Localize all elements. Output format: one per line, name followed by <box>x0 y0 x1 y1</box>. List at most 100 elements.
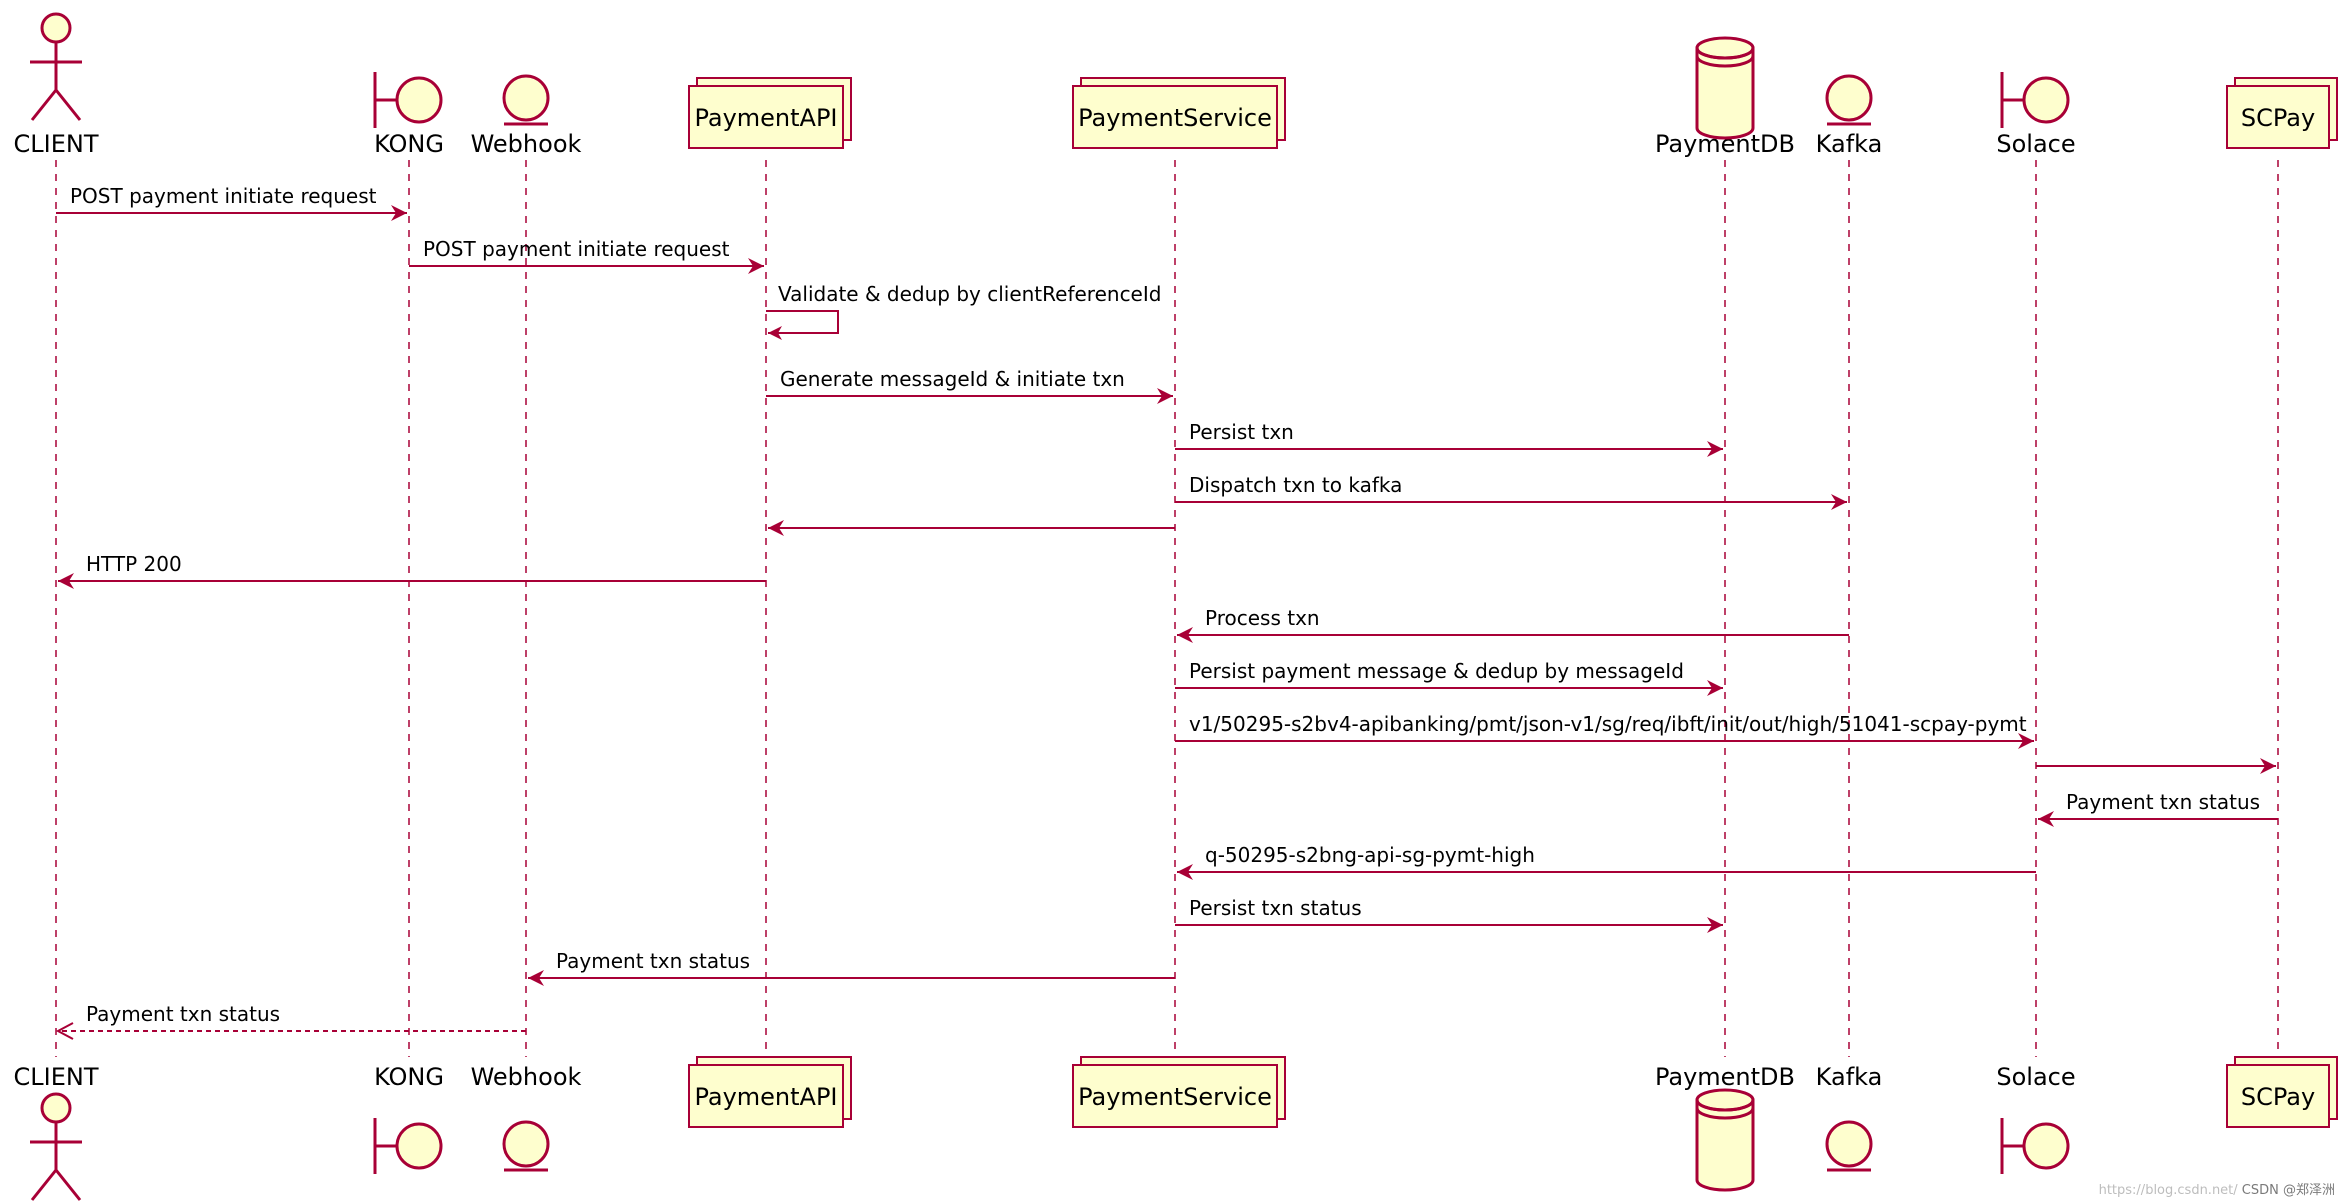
webhook-name: Webhook <box>471 1063 582 1091</box>
arrow-head <box>55 1022 74 1040</box>
paymentservice-box <box>1072 1064 1278 1128</box>
message-7 <box>768 520 1175 536</box>
message-16: Payment txn status <box>528 949 1175 986</box>
participant-scpay-top: SCPay <box>2226 77 2338 149</box>
participant-paymentservice-bottom: PaymentService <box>1072 1056 1286 1128</box>
entity-icon <box>1825 1120 1873 1172</box>
arrow-head <box>1177 864 1193 880</box>
database-icon <box>1695 36 1755 140</box>
boundary-icon <box>2000 72 2070 128</box>
arrow-head <box>58 573 74 589</box>
message-12 <box>2036 758 2276 774</box>
arrow-head <box>2018 733 2034 749</box>
message-label: Dispatch txn to kafka <box>1189 473 1402 497</box>
arrow-head <box>1707 680 1723 696</box>
participant-kong-top: KONG <box>373 72 444 158</box>
client-name: CLIENT <box>14 130 99 158</box>
participant-paymentservice-top: PaymentService <box>1072 77 1286 149</box>
message-10: Persist payment message & dedup by messa… <box>1175 659 1723 696</box>
arrow-head <box>528 970 544 986</box>
entity-icon <box>502 74 550 126</box>
message-label: POST payment initiate request <box>423 237 730 261</box>
arrow-head <box>1831 494 1847 510</box>
arrow-head <box>768 520 784 536</box>
participant-kafka-top: Kafka <box>1816 74 1883 158</box>
message-label: v1/50295-s2bv4-apibanking/pmt/json-v1/sg… <box>1189 712 2027 736</box>
message-14: q-50295-s2bng-api-sg-pymt-high <box>1177 843 2036 880</box>
message-8: HTTP 200 <box>58 552 766 589</box>
paymentservice-box <box>1072 85 1278 149</box>
paymentapi-name: PaymentAPI <box>694 1083 837 1111</box>
kong-name: KONG <box>374 1063 444 1091</box>
message-label: Persist txn <box>1189 420 1294 444</box>
paymentapi-box <box>688 1064 844 1128</box>
webhook-name: Webhook <box>471 130 582 158</box>
message-label: Validate & dedup by clientReferenceId <box>778 282 1161 306</box>
boundary-icon <box>373 1118 443 1174</box>
paymentapi-name: PaymentAPI <box>694 104 837 132</box>
arrow-head <box>748 258 764 274</box>
arrow-head <box>1707 917 1723 933</box>
scpay-name: SCPay <box>2241 104 2315 132</box>
arrow-head <box>1707 441 1723 457</box>
actor-icon <box>30 1092 82 1201</box>
message-line <box>766 310 839 334</box>
message-13: Payment txn status <box>2038 790 2278 827</box>
database-icon <box>1695 1088 1755 1192</box>
actor-icon <box>30 12 82 121</box>
message-15: Persist txn status <box>1175 896 1723 933</box>
participant-kong-bottom: KONG <box>373 1063 444 1174</box>
message-label: POST payment initiate request <box>70 184 377 208</box>
scpay-name: SCPay <box>2241 1083 2315 1111</box>
scpay-box <box>2226 85 2330 149</box>
message-1: POST payment initiate request <box>56 184 407 221</box>
participant-solace-top: Solace <box>1996 72 2076 158</box>
entity-icon <box>1825 74 1873 126</box>
participant-paymentdb-top: PaymentDB <box>1655 36 1795 158</box>
paymentdb-name: PaymentDB <box>1655 1063 1795 1091</box>
paymentservice-name: PaymentService <box>1078 1083 1272 1111</box>
arrow-head <box>768 326 782 340</box>
participant-scpay-bottom: SCPay <box>2226 1056 2338 1128</box>
message-17: Payment txn status <box>55 1002 526 1040</box>
boundary-icon <box>373 72 443 128</box>
message-11: v1/50295-s2bv4-apibanking/pmt/json-v1/sg… <box>1175 712 2034 749</box>
message-3: Validate & dedup by clientReferenceId <box>766 282 1161 340</box>
participant-paymentapi-top: PaymentAPI <box>688 77 852 149</box>
message-4: Generate messageId & initiate txn <box>766 367 1173 404</box>
scpay-box <box>2226 1064 2330 1128</box>
message-label: Payment txn status <box>2066 790 2260 814</box>
kong-name: KONG <box>374 130 444 158</box>
message-9: Process txn <box>1177 606 1849 643</box>
participant-solace-bottom: Solace <box>1996 1063 2076 1174</box>
arrow-head <box>2260 758 2276 774</box>
watermark: https://blog.csdn.net/ CSDN @郑泽洲 <box>2099 1179 2335 1198</box>
message-label: q-50295-s2bng-api-sg-pymt-high <box>1205 843 1535 867</box>
participant-paymentapi-bottom: PaymentAPI <box>688 1056 852 1128</box>
message-label: Payment txn status <box>86 1002 280 1026</box>
kafka-name: Kafka <box>1816 1063 1883 1091</box>
client-name: CLIENT <box>14 1063 99 1091</box>
message-label: Process txn <box>1205 606 1320 630</box>
arrow-head <box>1177 627 1193 643</box>
participant-client-bottom: CLIENT <box>14 1063 99 1201</box>
participant-webhook-bottom: Webhook <box>471 1063 582 1172</box>
watermark-url: https://blog.csdn.net/ <box>2098 1183 2238 1198</box>
arrow-head <box>1157 388 1173 404</box>
entity-icon <box>502 1120 550 1172</box>
boundary-icon <box>2000 1118 2070 1174</box>
message-6: Dispatch txn to kafka <box>1175 473 1847 510</box>
participant-webhook-top: Webhook <box>471 74 582 158</box>
message-label: HTTP 200 <box>86 552 182 576</box>
watermark-brand: CSDN @郑泽洲 <box>2241 1183 2335 1198</box>
kafka-name: Kafka <box>1816 130 1883 158</box>
arrow-head <box>2038 811 2054 827</box>
participant-client-top: CLIENT <box>14 12 99 158</box>
message-label: Persist payment message & dedup by messa… <box>1189 659 1684 683</box>
message-label: Persist txn status <box>1189 896 1362 920</box>
participant-kafka-bottom: Kafka <box>1816 1063 1883 1172</box>
paymentapi-box <box>688 85 844 149</box>
arrow-head <box>391 205 407 221</box>
participant-paymentdb-bottom: PaymentDB <box>1655 1063 1795 1192</box>
